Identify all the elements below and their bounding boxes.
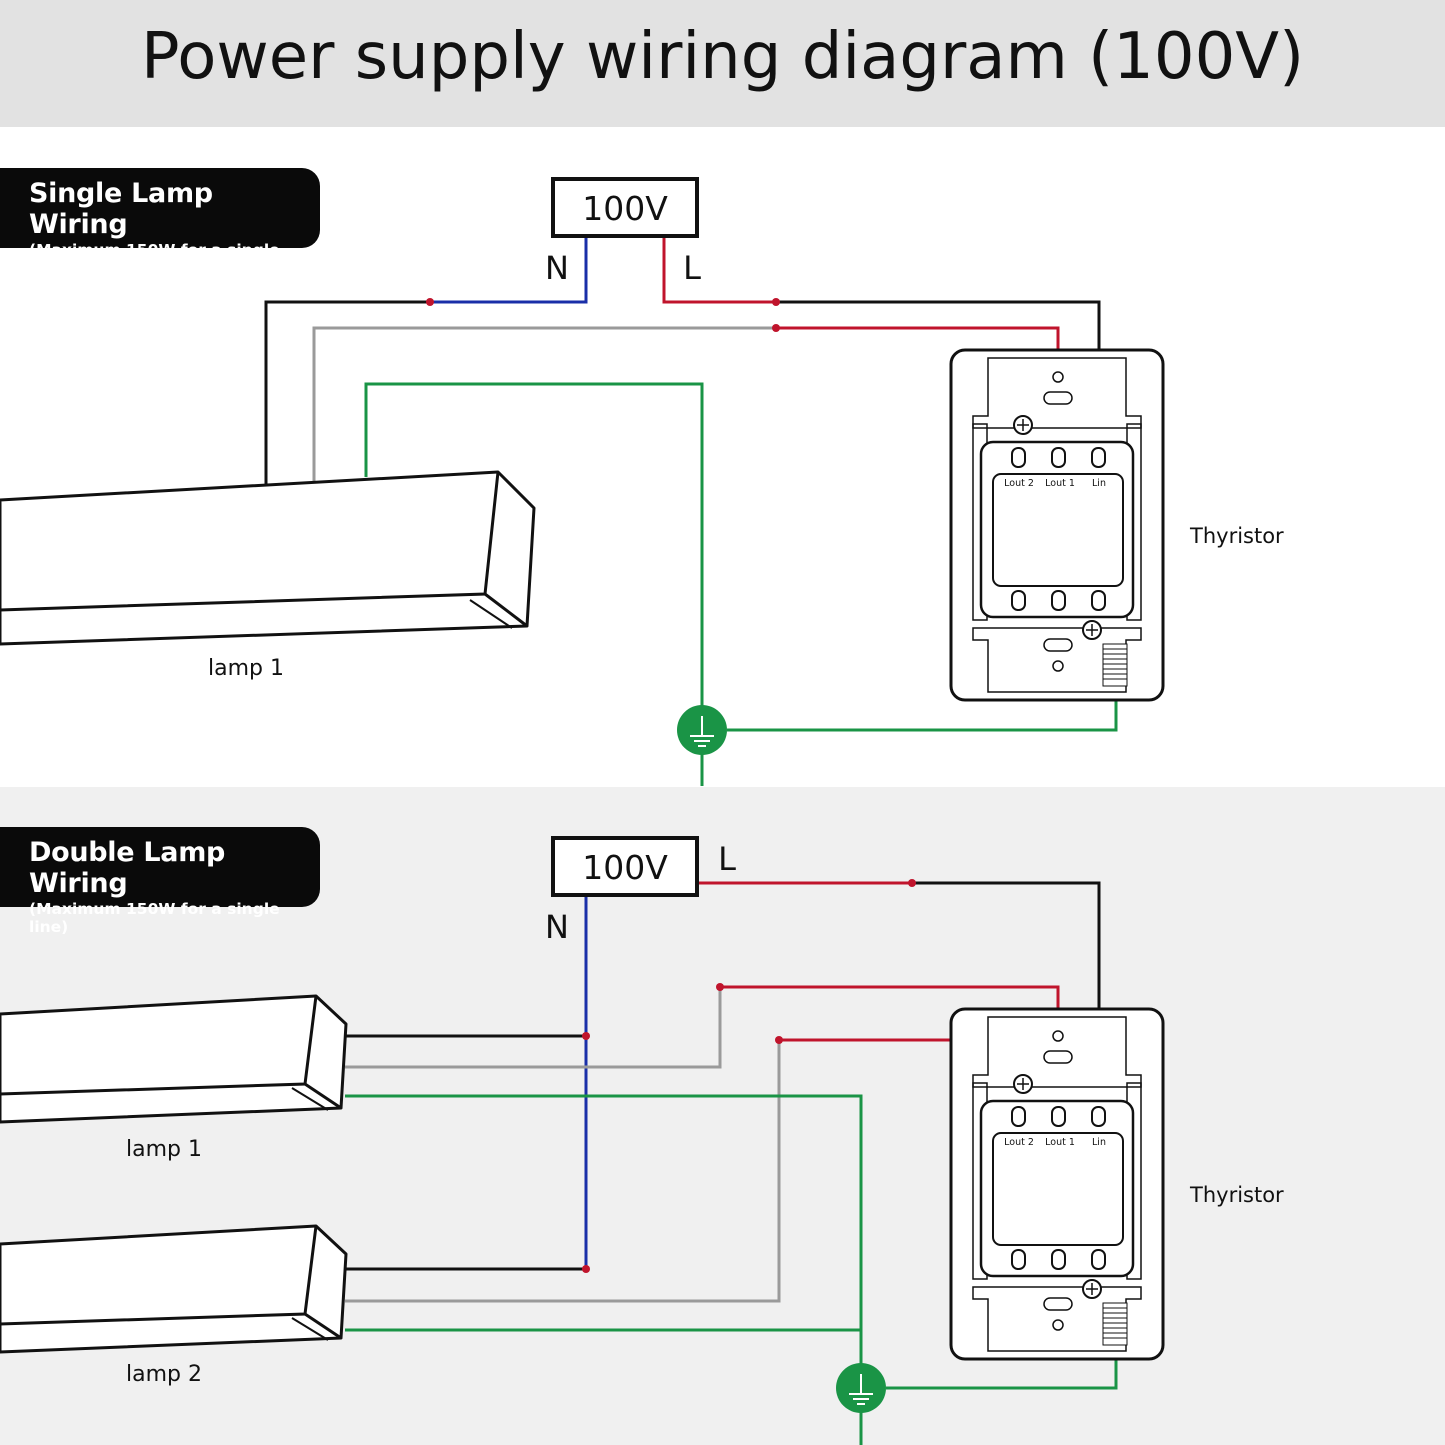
- terminal-lin-label: Lin: [1092, 478, 1106, 489]
- lamp-1-fixture: [0, 470, 536, 646]
- terminal-lout2-label: Lout 2: [1004, 1137, 1034, 1148]
- ground-icon: [835, 1362, 887, 1414]
- lamp-2-switched-wire: [345, 1040, 781, 1303]
- junction-dot: [775, 1036, 783, 1044]
- thyristor-switch: Lout 2 Lout 1 Lin: [949, 1007, 1165, 1361]
- live-wire: [662, 238, 776, 304]
- double-lamp-panel: Double Lamp Wiring (Maximum 150W for a s…: [0, 827, 320, 936]
- junction-dot: [772, 324, 780, 332]
- live-label: L: [683, 249, 701, 287]
- supply-box: [551, 836, 699, 897]
- lamp-1-label: lamp 1: [208, 656, 284, 681]
- neutral-label: N: [545, 249, 569, 287]
- supply-box: [551, 177, 699, 238]
- supply-label: 100V: [582, 189, 668, 228]
- terminal-lout2-label: Lout 2: [1004, 478, 1034, 489]
- lamp-switched-wire: [312, 326, 776, 481]
- junction-dot: [582, 1032, 590, 1040]
- double-lamp-title: Double Lamp Wiring: [29, 837, 226, 899]
- terminal-lout1-label: Lout 1: [1045, 1137, 1075, 1148]
- ground-icon: [676, 704, 728, 756]
- single-lamp-subtitle: (Maximum 150W for a single line): [29, 241, 280, 277]
- thyristor-label: Thyristor: [1189, 1183, 1284, 1207]
- junction-dot: [582, 1265, 590, 1273]
- header-bar: Power supply wiring diagram (100V): [0, 0, 1445, 127]
- neutral-wire: [430, 238, 588, 304]
- thyristor-switch: Lout 2 Lout 1 Lin: [949, 348, 1165, 702]
- junction-dot: [426, 298, 434, 306]
- junction-dot: [772, 298, 780, 306]
- lamp-black-wire: [264, 300, 430, 484]
- earth-wire: [364, 382, 704, 786]
- neutral-label: N: [545, 908, 569, 946]
- double-lamp-subtitle: (Maximum 150W for a single line): [29, 900, 280, 936]
- lamp-1-label: lamp 1: [126, 1137, 202, 1162]
- thyristor-label: Thyristor: [1189, 524, 1284, 548]
- lamp-2-label: lamp 2: [126, 1362, 202, 1387]
- terminal-lout1-label: Lout 1: [1045, 478, 1075, 489]
- single-lamp-panel: Single Lamp Wiring (Maximum 150W for a s…: [0, 168, 320, 277]
- single-lamp-title: Single Lamp Wiring: [29, 178, 213, 240]
- supply-label: 100V: [582, 848, 668, 887]
- junction-dot: [908, 879, 916, 887]
- live-label: L: [718, 840, 736, 878]
- junction-dot: [716, 983, 724, 991]
- page-title: Power supply wiring diagram (100V): [140, 20, 1305, 94]
- lamp-1-fixture: [0, 994, 348, 1124]
- lamp-2-fixture: [0, 1224, 348, 1354]
- lamp-1-switched-wire: [345, 987, 722, 1069]
- terminal-lin-label: Lin: [1092, 1137, 1106, 1148]
